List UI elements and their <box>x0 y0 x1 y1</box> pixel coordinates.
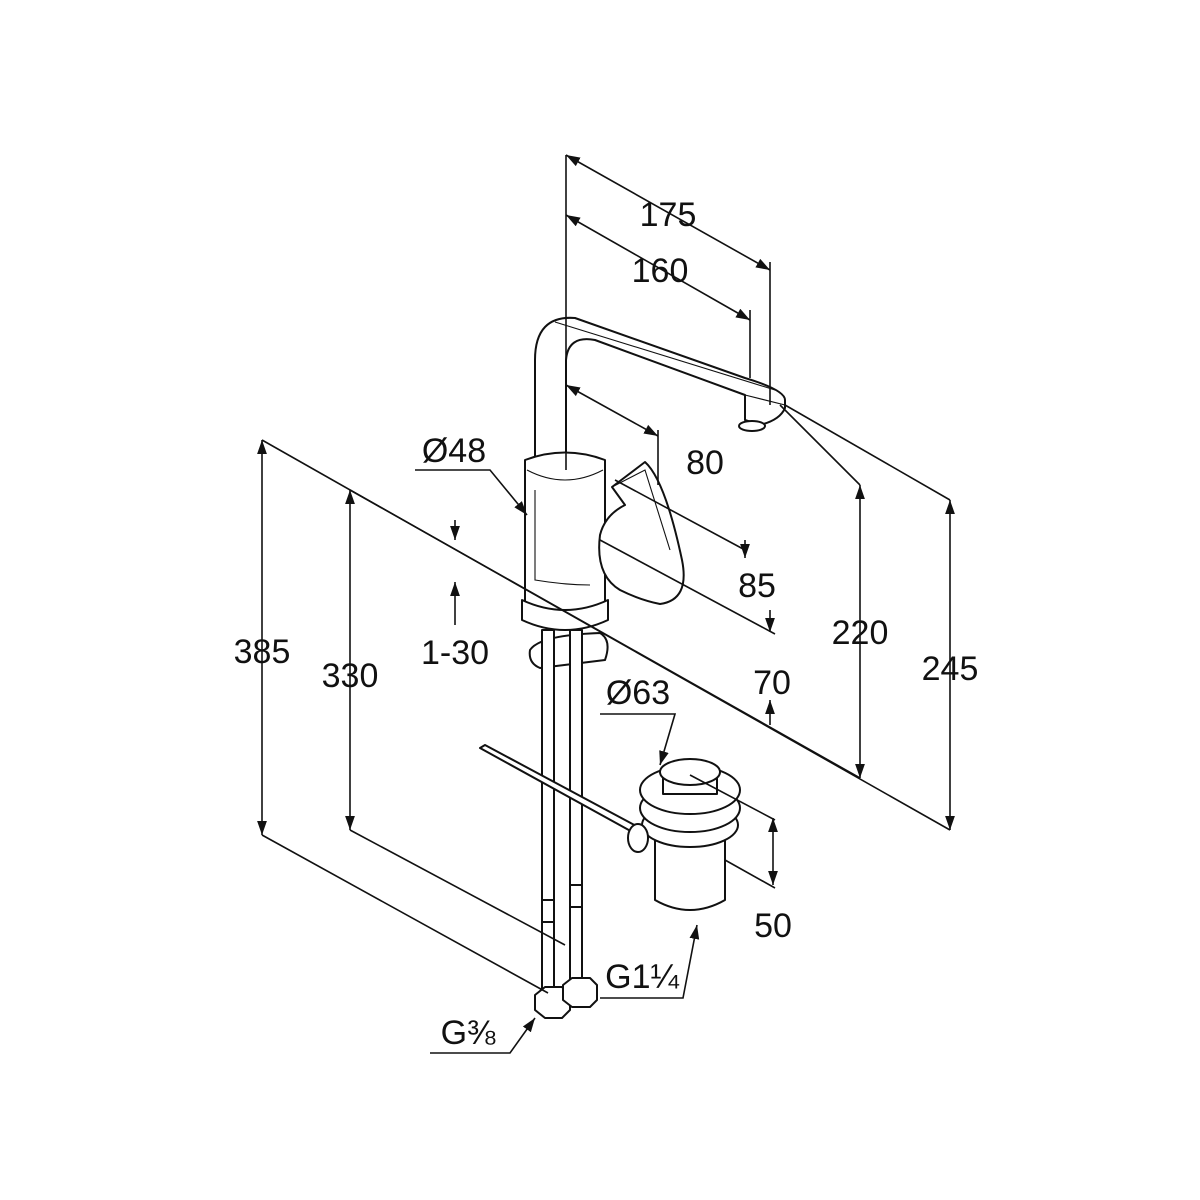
dim-70: 70 <box>753 664 791 702</box>
dim-body-diameter: Ø48 <box>422 432 486 470</box>
hose-nut <box>534 986 571 1019</box>
dim-drain-diameter: Ø63 <box>606 674 670 712</box>
dimension-labels: 175 160 80 Ø48 85 70 220 245 385 330 1-3… <box>234 196 979 1052</box>
spout <box>534 316 786 466</box>
dim-220: 220 <box>832 614 889 652</box>
dim-245: 245 <box>922 650 979 688</box>
hose-nut <box>562 977 598 1008</box>
supply-hoses <box>534 629 598 1019</box>
dim-160: 160 <box>632 252 689 290</box>
dim-385: 385 <box>234 633 291 671</box>
faucet <box>521 316 786 669</box>
dim-50: 50 <box>754 907 792 945</box>
hose-thread-label: G⅜ <box>441 1014 496 1052</box>
dim-85: 85 <box>738 567 776 605</box>
pop-up-waste <box>479 744 741 911</box>
mixer-body <box>524 451 606 620</box>
dim-80: 80 <box>686 444 724 482</box>
dim-330: 330 <box>322 657 379 695</box>
dim-175: 175 <box>640 196 697 234</box>
drain-thread-label: G1¼ <box>605 958 679 996</box>
dim-countertop: 1-30 <box>421 634 489 672</box>
handle <box>598 461 685 605</box>
dimension-lines <box>257 154 955 1054</box>
